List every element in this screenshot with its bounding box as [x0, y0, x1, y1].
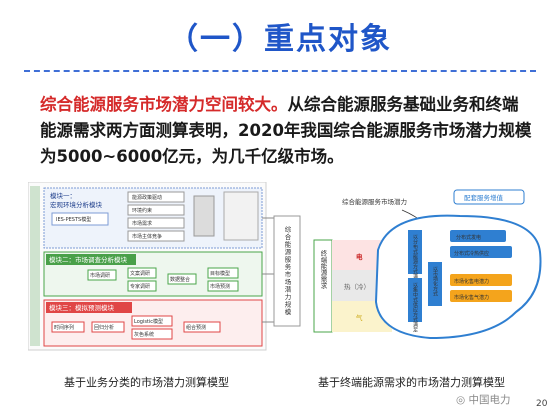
watermark-text: 中国电力: [468, 394, 511, 406]
item-gas-market: [450, 290, 512, 302]
distributed-mode-box: [408, 230, 422, 274]
module2-items: 市场调研 文案调研 专家调研 数据整合 目标模型 市场预测: [87, 267, 239, 292]
paragraph-body: 从综合能源服务基础业务和终端能源需求两方面测算表明，2020年我国综合能源服务市…: [40, 95, 532, 166]
item-distributed-heat: [450, 246, 512, 258]
flow-arrows: [262, 217, 274, 323]
centralized-mode-box: [408, 278, 422, 322]
wechat-icon: ◎: [456, 394, 466, 406]
module3-item: 灰色系统: [134, 331, 154, 338]
summary-paragraph: 综合能源服务市场潜力空间较大。从综合能源服务基础业务和终端能源需求两方面测算表明…: [40, 92, 532, 170]
module2-title-bar: [46, 254, 136, 265]
caption-right: 基于终端能源需求的市场潜力测算模型: [318, 376, 505, 389]
module1-tag-box: [51, 212, 109, 226]
business-model-diagram: 模块一： 宏观环境分析模块 IES-PESTS模型 能源政策驱动 环境约束 市场…: [28, 182, 301, 351]
page-title: （一）重点对象: [168, 22, 392, 57]
item-label: 分布式发电: [456, 234, 481, 241]
centralized-mode-label: 以集中式供应方式满足: [412, 282, 418, 333]
potential-label: 综合能源服务市场潜力: [342, 197, 407, 206]
output-label: 综合能源服务市场潜力规模: [283, 225, 291, 316]
module1-item: 市场需求: [132, 220, 152, 227]
row-label: 电: [356, 252, 363, 261]
module1-item: 环境约束: [132, 207, 152, 214]
module1-tag: IES-PESTS模型: [56, 216, 91, 223]
left-ribbon: [30, 186, 40, 346]
module3-title: 模块三：模拟预测模块: [49, 303, 115, 312]
item-distributed-power: [450, 230, 506, 242]
module3-item: 回归分析: [94, 324, 114, 331]
watermark: ◎ 中国电力: [456, 392, 511, 407]
row-label: 热（冷）: [344, 282, 370, 291]
paragraph-highlight: 综合能源服务市场潜力空间较大。: [40, 95, 288, 114]
module3-item: 时间序列: [54, 324, 74, 331]
page-number: 20: [536, 399, 548, 409]
module1-item: 能源政策驱动: [132, 194, 162, 201]
value-added-box: [453, 189, 525, 205]
module2-item: 目标模型: [210, 270, 230, 277]
item-label: 市场化售气潜力: [454, 294, 489, 301]
module3-item: Logistic模型: [134, 318, 163, 325]
item-label: 分布式冷热供应: [454, 250, 489, 257]
module2-title: 模块二：市场调查分析模块: [49, 255, 128, 264]
row-label: 气: [356, 313, 363, 322]
module1-subtitle: 宏观环境分析模块: [50, 200, 103, 209]
title-divider: [24, 70, 536, 72]
distributed-mode-label: 以分布式能源方式满足: [412, 234, 418, 285]
module3-items: 时间序列 回归分析 Logistic模型 灰色系统 组合预测: [51, 315, 221, 340]
module2-item: 文案调研: [130, 270, 150, 277]
module1-output-box: [223, 191, 259, 241]
item-power-market: [450, 274, 512, 286]
module2-item: 市场预测: [210, 283, 230, 290]
axis-label: 终端能源需求: [319, 249, 327, 289]
market-mode-box: [428, 262, 442, 306]
market-mode-label: 以市场化方式: [432, 266, 438, 296]
caption-left: 基于业务分类的市场潜力测算模型: [64, 376, 229, 389]
output-box: [273, 215, 301, 327]
module1-title: 模块一：: [50, 191, 76, 200]
module1-item: 市场主体竞争: [132, 233, 162, 240]
module3-title-bar: [46, 302, 132, 313]
module1-items: 能源政策驱动 环境约束 市场需求 市场主体竞争: [127, 191, 185, 242]
module2-item: 数据整合: [170, 276, 190, 283]
module3-item: 组合预测: [186, 324, 206, 331]
item-label: 市场化售电潜力: [454, 278, 489, 285]
demand-model-diagram: 综合能源服务市场潜力 配套服务增值 终端能源需求 电 热（冷） 气 以分布式能源…: [313, 189, 542, 340]
module2-item: 市场调研: [90, 272, 110, 279]
module1-db-icon: [193, 195, 215, 237]
module2-item: 专家调研: [130, 283, 150, 290]
value-added-label: 配套服务增值: [464, 193, 504, 202]
